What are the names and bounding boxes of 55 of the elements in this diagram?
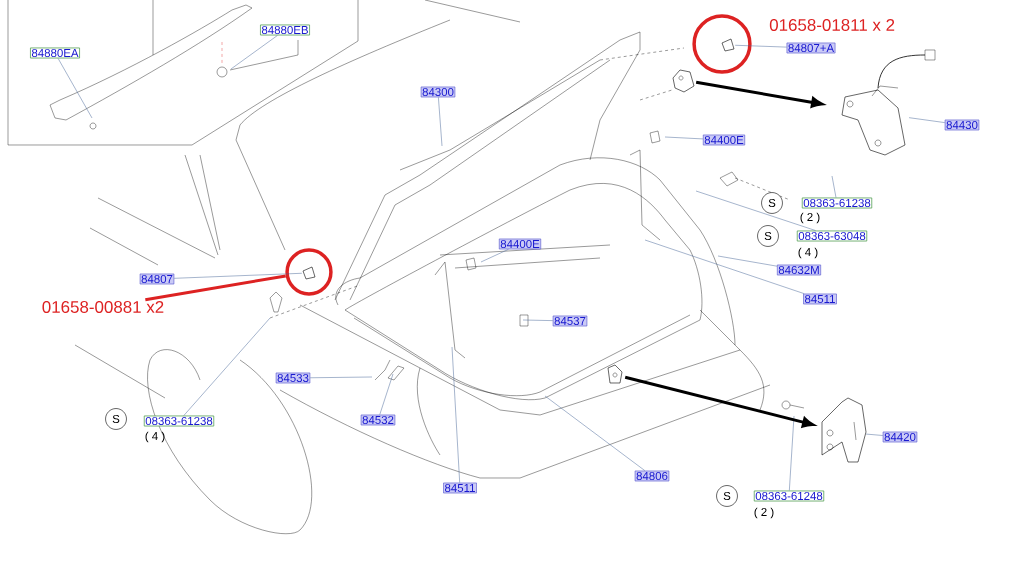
quantity-label: ( 2 ) [800, 212, 820, 224]
part-number-label: 84511 [803, 293, 837, 305]
leader-line [230, 35, 278, 70]
latch-drawing [672, 69, 695, 93]
leader-line [480, 249, 509, 263]
part-number-note: 01658-00881 x2 [42, 301, 164, 313]
part-number-label: 84430 [944, 119, 980, 131]
part-number-label: 84807 [139, 273, 175, 285]
leader-line [451, 346, 460, 483]
quantity-label: ( 4 ) [145, 431, 165, 443]
part-number-label: 08363-61238 [143, 415, 215, 427]
part-number-label: 84806 [634, 470, 670, 482]
part-number-label: 84400E [702, 134, 746, 146]
part-number-label: 84420 [882, 431, 918, 443]
part-number-label: 84880EA [30, 47, 80, 59]
leader-line [695, 190, 816, 231]
clip-drawing [721, 38, 735, 52]
part-number-label: 84511 [443, 482, 477, 494]
quantity-label: ( 2 ) [754, 507, 774, 519]
leader-line [438, 97, 443, 147]
quantity-label: ( 4 ) [798, 247, 818, 259]
leader-line [522, 319, 554, 321]
leader-line [664, 136, 704, 140]
part-number-label: 84880EB [260, 24, 310, 36]
leader-line [310, 376, 373, 378]
part-number-label: 08363-63048 [796, 230, 868, 242]
striker-drawing [607, 364, 623, 384]
part-number-label: 84807+A [786, 42, 836, 54]
leader-line [183, 317, 271, 416]
part-number-label: 84300 [420, 86, 456, 98]
highlight-circle [692, 14, 752, 74]
striker-drawing [821, 397, 867, 463]
leader-line [789, 415, 795, 491]
part-number-label: 84532 [360, 414, 396, 426]
part-number-label: 84400E [498, 238, 542, 250]
part-number-note: 01658-01811 x 2 [769, 19, 895, 31]
leader-line [644, 239, 805, 294]
leader-line [544, 395, 646, 471]
part-number-label: 08363-61238 [801, 197, 873, 209]
highlight-circle [285, 248, 333, 296]
part-number-label: 84533 [275, 372, 311, 384]
leader-line [379, 373, 394, 415]
leader-line [908, 117, 946, 123]
leader-line [831, 175, 837, 198]
part-number-label: 84537 [552, 315, 588, 327]
latch-drawing [841, 49, 936, 156]
leader-line [865, 433, 884, 436]
leader-line [174, 273, 303, 279]
clip-drawing [302, 266, 316, 280]
leader-line [734, 45, 787, 48]
part-number-label: 84632M [777, 264, 821, 276]
leader-line [145, 274, 286, 302]
leader-line [57, 58, 93, 119]
leader-line [717, 255, 778, 267]
part-number-label: 08363-61248 [753, 490, 825, 502]
